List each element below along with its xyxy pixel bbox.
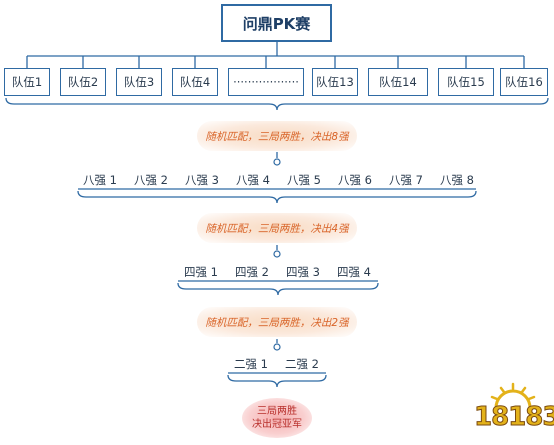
team-brace	[5, 97, 549, 111]
team-box: 队伍15	[438, 68, 494, 96]
top8-seed: 八强 5	[287, 173, 321, 187]
team-box: 队伍14	[368, 68, 428, 96]
top8-seed: 八强 2	[134, 173, 168, 187]
team-box: 队伍3	[116, 68, 162, 96]
team-box: ··················	[228, 68, 304, 96]
top4-seed: 四强 3	[286, 265, 320, 279]
top8-seed: 八强 7	[389, 173, 423, 187]
top4-seed: 四强 1	[184, 265, 218, 279]
sun-icon	[490, 382, 536, 409]
final-line2: 决出冠亚军	[252, 419, 302, 430]
team-box: 队伍2	[60, 68, 106, 96]
top2-seed: 二强 2	[285, 357, 319, 371]
final-match: 三局两胜 决出冠亚军	[242, 398, 312, 438]
round2-rule: 随机匹配，三局两胜，决出4强	[197, 213, 357, 243]
top2-brace	[227, 374, 327, 388]
top8-brace	[77, 190, 477, 204]
top4-seed: 四强 4	[337, 265, 371, 279]
top8-seed: 八强 8	[440, 173, 474, 187]
top8-seed: 八强 3	[185, 173, 219, 187]
round3-connector-dot	[273, 343, 281, 351]
top4-brace	[177, 282, 379, 296]
team-box: 队伍1	[4, 68, 50, 96]
top2-seed: 二强 1	[234, 357, 268, 371]
team-box: 队伍13	[312, 68, 358, 96]
final-line1: 三局两胜	[257, 406, 297, 417]
top8-seed: 八强 6	[338, 173, 372, 187]
round1-rule: 随机匹配，三局两胜，决出8强	[197, 121, 357, 151]
round1-connector-dot	[273, 158, 281, 166]
top8-seed: 八强 1	[83, 173, 117, 187]
site-logo: 18183	[474, 380, 554, 442]
logo-text: 18183	[474, 402, 554, 433]
round3-rule: 随机匹配，三局两胜，决出2强	[197, 307, 357, 337]
tournament-title: 问鼎PK赛	[221, 4, 332, 42]
top8-seed: 八强 4	[236, 173, 270, 187]
team-box: 队伍4	[172, 68, 218, 96]
round2-connector-dot	[273, 250, 281, 258]
team-box: 队伍16	[500, 68, 548, 96]
top4-seed: 四强 2	[235, 265, 269, 279]
